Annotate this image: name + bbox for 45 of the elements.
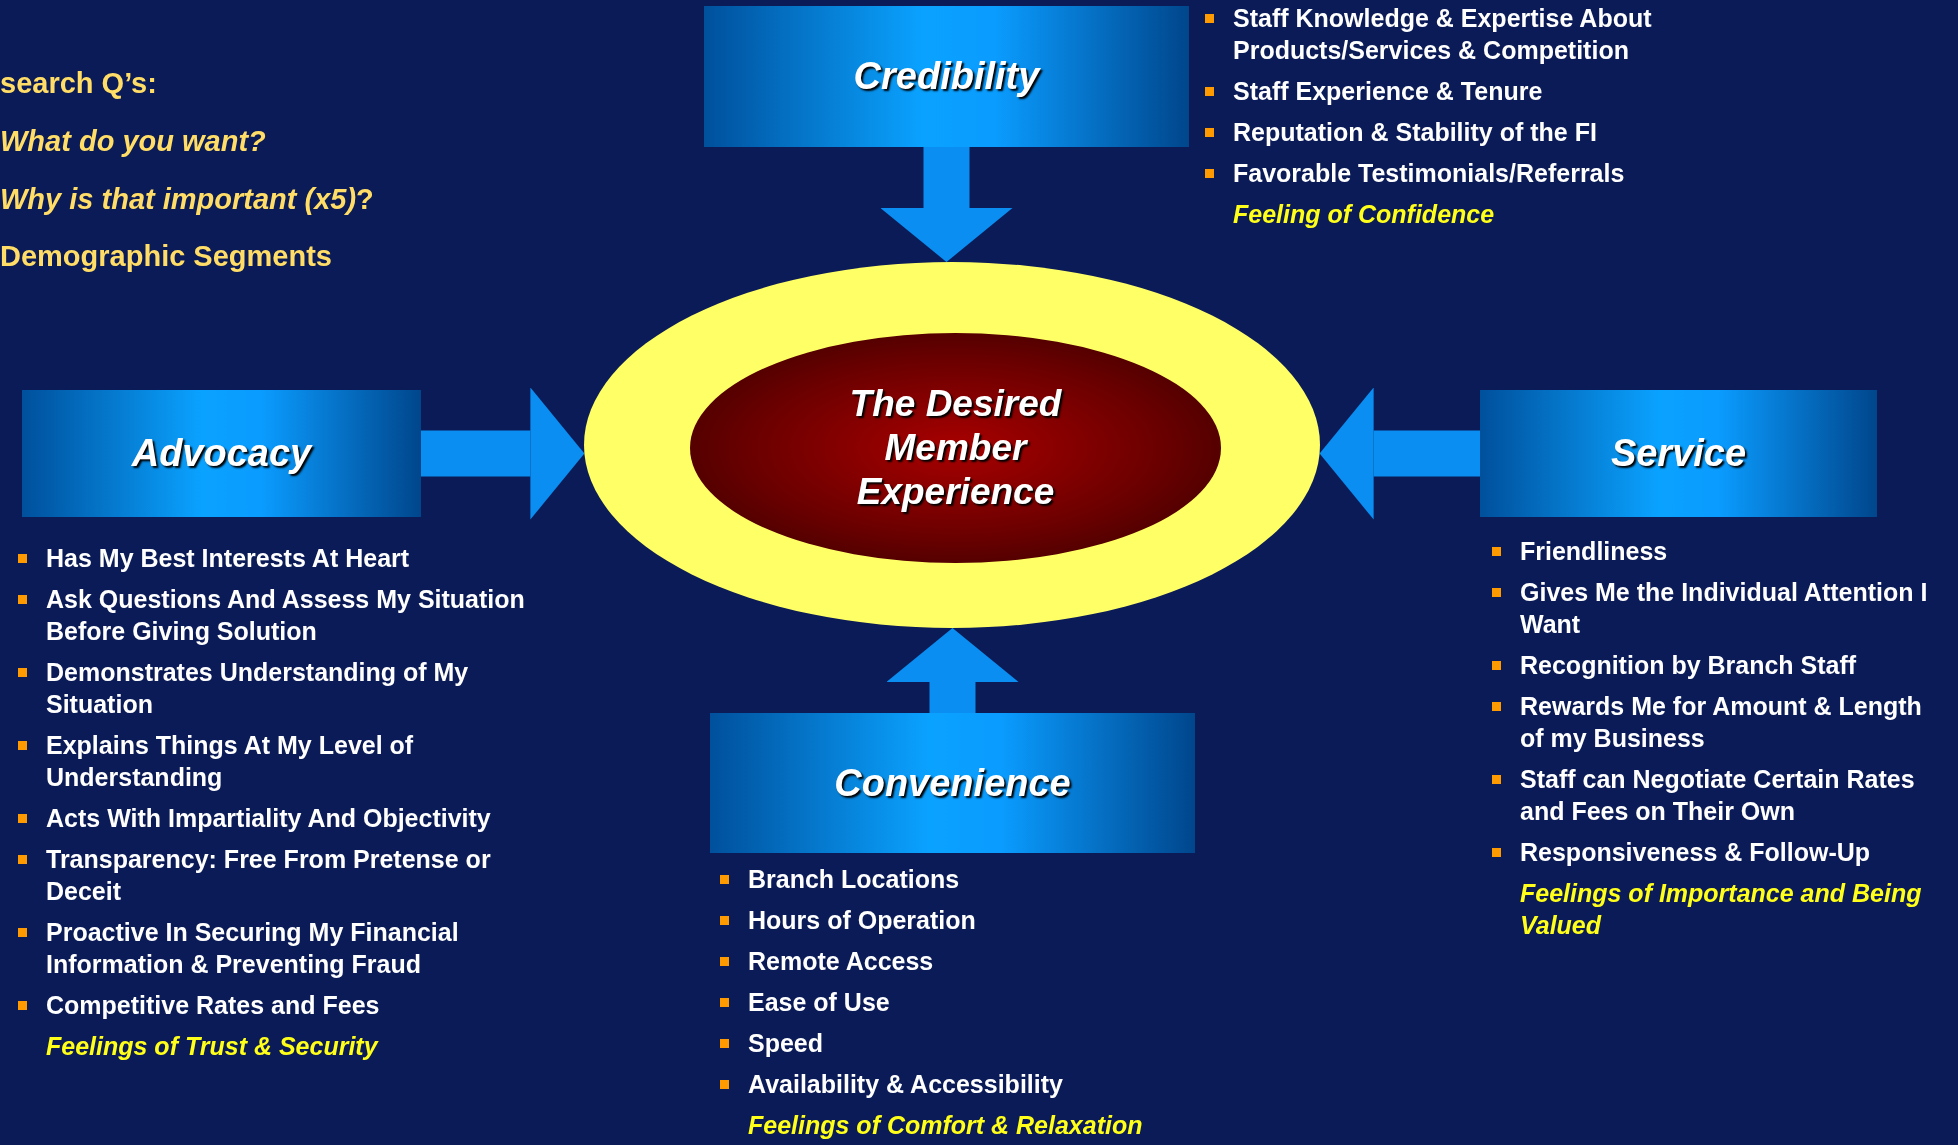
category-title: Service <box>1610 431 1747 476</box>
research-question: What do you want? <box>0 124 266 159</box>
list-item-text: Speed <box>748 1028 824 1059</box>
research-question: search Q’s: <box>0 66 157 101</box>
list-item-text: Has My Best Interests At Heart <box>46 543 410 574</box>
category-box <box>710 713 1195 853</box>
category-box <box>1480 390 1877 517</box>
list-item-text: Friendliness <box>1520 536 1668 567</box>
list-item-text: Transparency: Free From Pretense or Deceit <box>46 844 492 907</box>
category-title: Credibility <box>853 54 1040 99</box>
feeling-text: Feelings of Comfort & Relaxation <box>748 1110 1144 1141</box>
list-item-text: Ask Questions And Assess My Situation Before Giving Solution <box>46 584 526 647</box>
list-item-text: Gives Me the Individual Attention I Want <box>1520 577 1929 640</box>
block-arrow <box>421 387 585 520</box>
research-question: Why is that important (x5)? <box>0 182 374 217</box>
block-arrow <box>880 147 1013 262</box>
list-item-text: Responsiveness & Follow-Up <box>1520 837 1871 868</box>
list-item-text: Recognition by Branch Staff <box>1520 650 1857 681</box>
list-item-text: Ease of Use <box>748 987 890 1018</box>
list-item-text: Branch Locations <box>748 864 960 895</box>
list-item-text: Availability & Accessibility <box>748 1069 1063 1100</box>
feeling-text: Feeling of Confidence <box>1233 199 1496 230</box>
list-item-text: Demonstrates Understanding of My Situation <box>46 657 470 720</box>
center-title: The Desired Member Experience <box>848 382 1063 514</box>
feeling-text: Feelings of Importance and Being Valued <box>1520 878 1923 941</box>
list-item-text: Reputation & Stability of the FI <box>1233 117 1597 148</box>
list-item-text: Remote Access <box>748 946 934 977</box>
feeling-text: Feelings of Trust & Security <box>46 1031 380 1062</box>
list-item-text: Staff Experience & Tenure <box>1233 76 1543 107</box>
category-title: Convenience <box>834 760 1071 806</box>
block-arrow <box>1319 387 1480 520</box>
list-item-text: Staff Knowledge & Expertise About Products/Services & Competition <box>1233 3 1653 66</box>
list-item-text: Proactive In Securing My Financial Information & Preventing Fraud <box>46 917 460 980</box>
category-title: Advocacy <box>131 431 312 476</box>
category-box <box>22 390 421 517</box>
category-box <box>704 6 1189 147</box>
block-arrow <box>886 628 1019 713</box>
list-item-text: Explains Things At My Level of Understanding <box>46 730 415 793</box>
list-item-text: Favorable Testimonials/Referrals <box>1233 158 1625 189</box>
list-item-text: Rewards Me for Amount & Length of my Business <box>1520 691 1923 754</box>
list-item-text: Acts With Impartiality And Objectivity <box>46 803 491 834</box>
list-item-text: Competitive Rates and Fees <box>46 990 380 1021</box>
research-question: Demographic Segments <box>0 239 332 274</box>
list-item-text: Hours of Operation <box>748 905 976 936</box>
list-item-text: Staff can Negotiate Certain Rates and Fees on Their Own <box>1520 764 1916 827</box>
